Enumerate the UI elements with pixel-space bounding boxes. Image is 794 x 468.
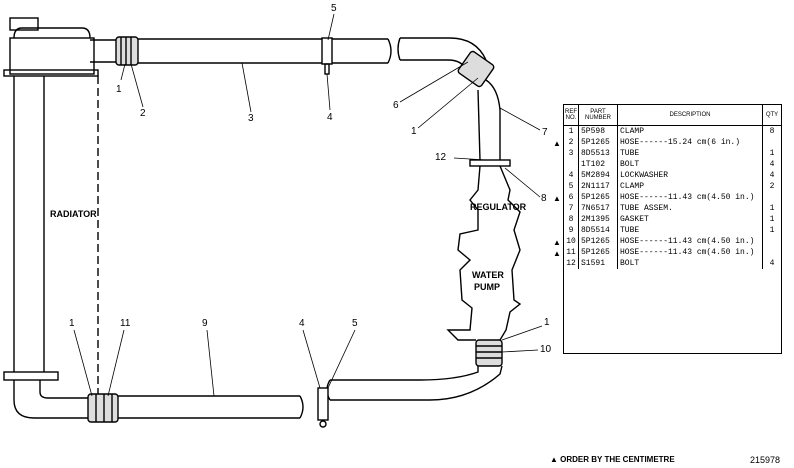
- bottom-tube: [87, 379, 331, 428]
- callout-6: 6: [393, 100, 399, 111]
- header-description: DESCRIPTION: [617, 105, 763, 126]
- callout-5-bottom: 5: [352, 318, 358, 329]
- water-pump-label-line1: WATER: [472, 270, 504, 280]
- leader-lines: [73, 13, 543, 397]
- top-tube: [138, 37, 392, 75]
- callout-12: 12: [435, 152, 447, 163]
- callout-5-top: 5: [331, 3, 337, 14]
- callout-1-pump: 1: [544, 317, 550, 328]
- header-qty: QTY: [762, 105, 781, 126]
- callout-1-top: 1: [116, 84, 122, 95]
- header-part-number: PART NUMBER: [578, 105, 618, 126]
- top-hose: [90, 36, 139, 66]
- callout-4-bottom: 4: [299, 318, 305, 329]
- cm-mark-row-11: ▲: [553, 249, 561, 258]
- callout-11: 11: [120, 318, 131, 329]
- callout-2: 2: [140, 108, 146, 119]
- callout-1-bottom: 1: [69, 318, 75, 329]
- regulator-pump: [446, 165, 522, 341]
- callout-7: 7: [542, 127, 548, 138]
- callout-10: 10: [540, 344, 552, 355]
- header-ref: REF NO.: [564, 105, 579, 126]
- water-pump-label-line2: PUMP: [474, 282, 501, 292]
- cm-mark-row-10: ▲: [553, 238, 561, 247]
- callout-1-right: 1: [411, 126, 417, 137]
- callout-4-top: 4: [327, 112, 333, 123]
- footnote: ▲ ORDER BY THE CENTIMETRE: [550, 455, 675, 464]
- callout-9: 9: [202, 318, 208, 329]
- radiator: [3, 17, 99, 420]
- cm-mark-row-6: ▲: [553, 194, 561, 203]
- callout-8: 8: [541, 193, 547, 204]
- tube-assembly: [397, 37, 511, 167]
- pump-outlet-hose: [330, 339, 503, 401]
- callout-3: 3: [248, 113, 254, 124]
- figure-number: 215978: [750, 455, 781, 465]
- cm-mark-row-2: ▲: [553, 139, 561, 148]
- radiator-label: RADIATOR: [50, 209, 97, 219]
- regulator-label: REGULATOR: [470, 202, 527, 212]
